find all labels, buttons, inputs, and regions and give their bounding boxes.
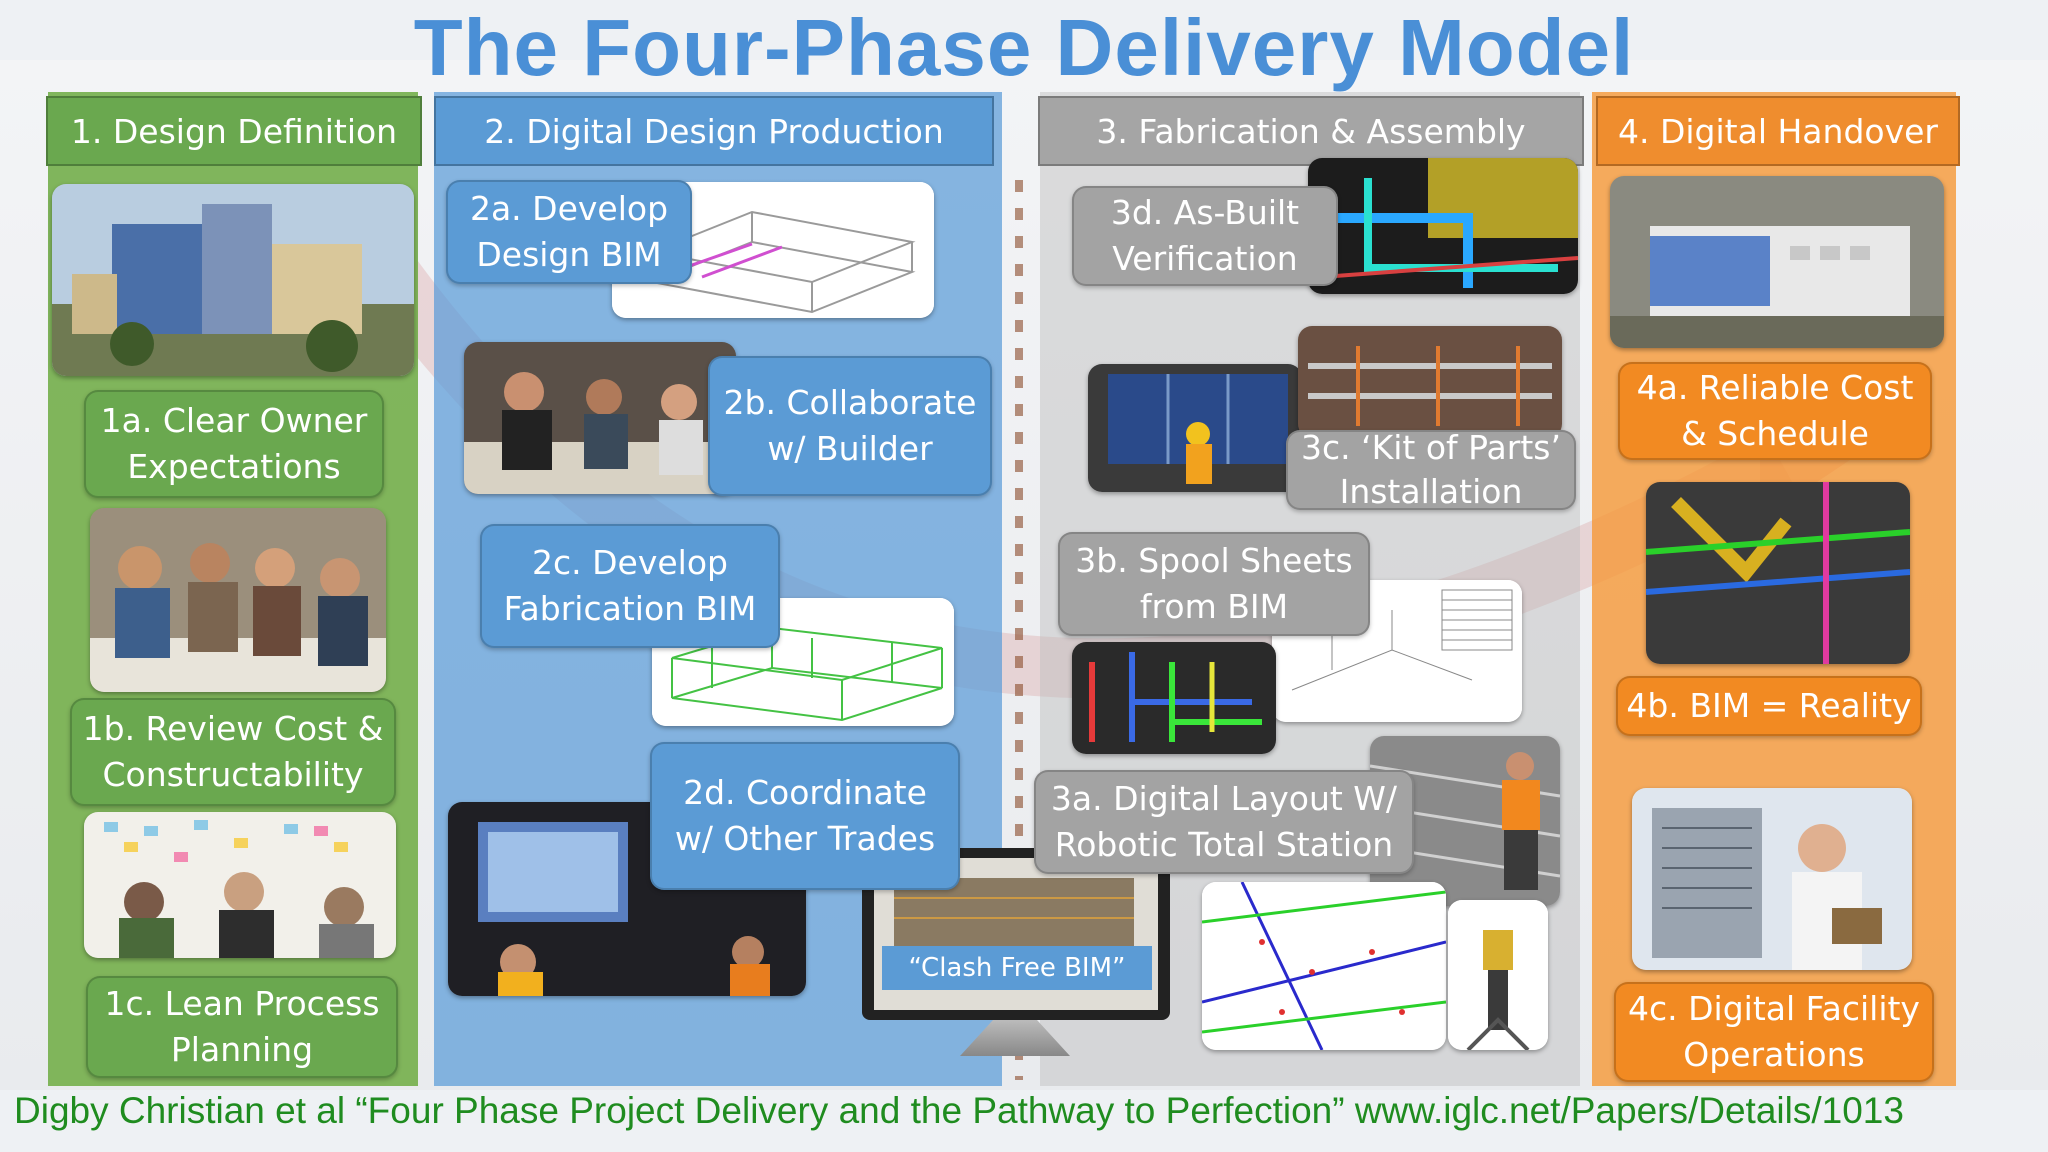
planning-session-photo	[84, 812, 396, 958]
phase-1-header: 1. Design Definition	[46, 96, 422, 166]
step-2c-label: 2c. Develop Fabrication BIM	[480, 524, 780, 648]
kit-of-parts-rack-photo	[1298, 326, 1562, 438]
building-rendering-photo	[52, 184, 414, 376]
step-3c-label: 3c. ‘Kit of Parts’ Installation	[1286, 428, 1576, 511]
boundary-dotted-line	[1015, 180, 1023, 1080]
as-built-scan-image	[1308, 158, 1578, 294]
glass-facade-install-photo	[1088, 364, 1302, 492]
step-2a-label: 2a. Develop Design BIM	[446, 180, 692, 284]
step-4a-label: 4a. Reliable Cost & Schedule	[1618, 362, 1932, 460]
clash-free-bim-label: “Clash Free BIM”	[882, 946, 1152, 990]
fabrication-bim-model-image	[652, 598, 954, 726]
step-2b-label: 2b. Collaborate w/ Builder	[708, 356, 992, 496]
step-3d-label: 3d. As-Built Verification	[1072, 186, 1338, 286]
step-1b-label: 1b. Review Cost & Constructability	[70, 698, 396, 806]
total-station-instrument-image	[1448, 900, 1548, 1050]
phase-3-header: 3. Fabrication & Assembly	[1038, 96, 1584, 166]
page-title: The Four-Phase Delivery Model	[413, 3, 1635, 92]
builder-collaboration-photo	[464, 342, 736, 494]
team-meeting-photo	[90, 508, 386, 692]
reality-scan-image	[1646, 482, 1910, 664]
completed-building-photo	[1610, 176, 1944, 348]
spool-model-image	[1072, 642, 1276, 754]
facility-technician-photo	[1632, 788, 1912, 970]
step-4b-label: 4b. BIM = Reality	[1616, 676, 1922, 736]
phase-4-header: 4. Digital Handover	[1596, 96, 1960, 166]
step-2d-label: 2d. Coordinate w/ Other Trades	[650, 742, 960, 890]
step-1a-label: 1a. Clear Owner Expectations	[84, 390, 384, 498]
step-3b-label: 3b. Spool Sheets from BIM	[1058, 532, 1370, 636]
step-3a-label: 3a. Digital Layout W/ Robotic Total Stat…	[1034, 770, 1414, 874]
phase-2-header: 2. Digital Design Production	[434, 96, 994, 166]
digital-layout-floor-image	[1202, 882, 1446, 1050]
citation-footer: Digby Christian et al “Four Phase Projec…	[14, 1090, 1904, 1131]
step-4c-label: 4c. Digital Facility Operations	[1614, 982, 1934, 1082]
trade-coordination-photo	[448, 802, 806, 996]
step-1c-label: 1c. Lean Process Planning	[86, 976, 398, 1078]
